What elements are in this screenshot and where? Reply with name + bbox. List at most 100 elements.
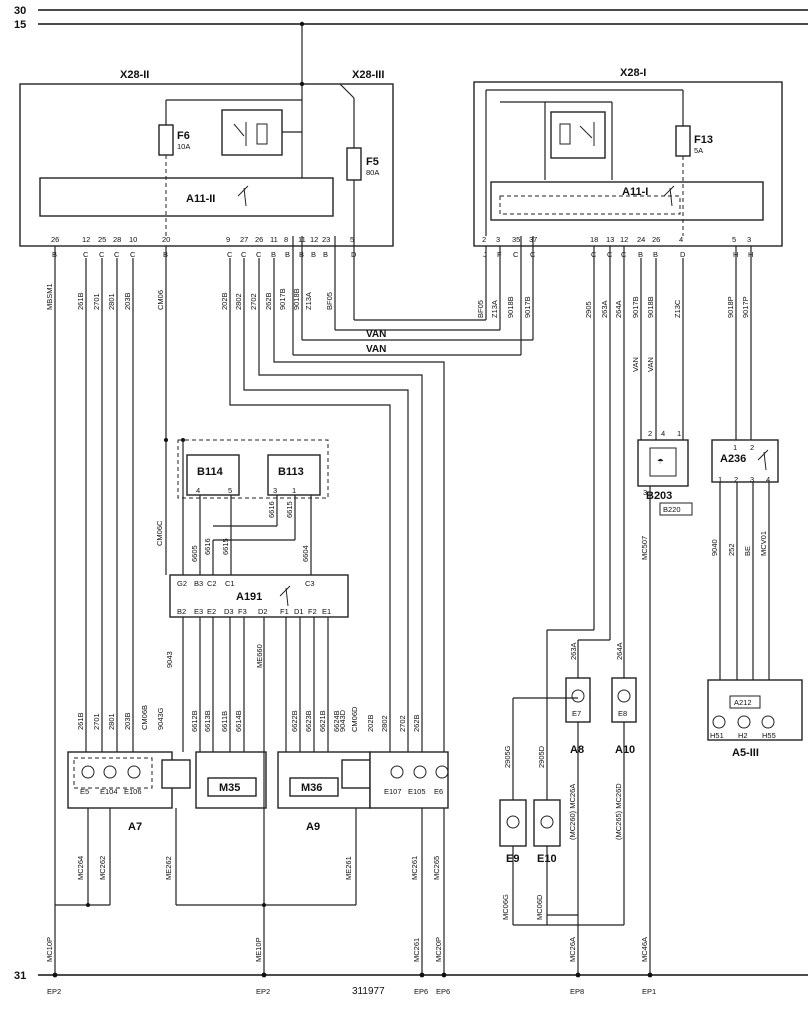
a191-down-1: ME660 (255, 644, 264, 668)
fuse-f13 (675, 125, 691, 157)
a11-2-pin-5: 20 (162, 235, 170, 244)
x28-1-frame (473, 81, 783, 247)
m36-label: M36 (301, 782, 322, 794)
a191-bot-pin-3: D3 (224, 607, 234, 616)
a11-2-pin-9: 11 (270, 235, 278, 244)
a8-a10-wire-3: 2905D (537, 745, 546, 768)
a11-1-pin-2: 35 (512, 235, 520, 244)
bottom-wire-6: MC06G (501, 894, 510, 920)
top-right-wire-1: Z13A (490, 300, 499, 318)
ground-5: EP1 (642, 987, 656, 996)
bottom-wire-7: MC06D (535, 894, 544, 920)
top-right-wire-3: 9017B (523, 296, 532, 318)
a11-2-label: A11-II (186, 193, 215, 205)
a11-1-pin-9: 4 (679, 235, 683, 244)
svg-text:2: 2 (734, 475, 738, 484)
cm06c-label: CM06C (155, 520, 164, 546)
a191-top-pin-1: B3 (194, 579, 203, 588)
x28-2-label: X28-II (120, 69, 149, 81)
e107-label: E107 (384, 787, 402, 796)
top-right-wire-9: Z13C (673, 299, 682, 318)
a8-a10-wire-4: (MC260) MC26A (568, 784, 577, 840)
svg-text:4: 4 (196, 486, 200, 495)
a11-2-conn-13: B (323, 250, 328, 259)
a11-2-conn-1: C (83, 250, 89, 259)
top-right-wire-10: 9018P (726, 296, 735, 318)
a7-top-5: 9043G (156, 707, 165, 730)
van-vertical-1: VAN (631, 357, 640, 372)
a11-1-pin-7: 24 (637, 235, 645, 244)
svg-text:3: 3 (750, 475, 754, 484)
mid-top-8: 9043D (338, 709, 347, 732)
ground-wire-2: MC261 (412, 938, 421, 962)
a11-2-conn-7: C (241, 250, 247, 259)
b-wire-4: 6615 (285, 501, 294, 518)
x28-1-label: X28-I (620, 67, 646, 79)
f6-rating: 10A (177, 142, 190, 151)
a7-top-0: 261B (76, 712, 85, 730)
mid-top-5: 6623B (304, 710, 313, 732)
a11-2-conn-6: C (227, 250, 233, 259)
mc507-label: MC507 (640, 536, 649, 560)
a191-top-pin-0: G2 (177, 579, 187, 588)
top-left-wire-9: 262B (264, 292, 273, 310)
top-left-wire-10: 9017B (278, 288, 287, 310)
a11-2-pin-2: 25 (98, 235, 106, 244)
a8-a10-wire-1: 264A (615, 642, 624, 660)
e10-box (533, 799, 561, 847)
van-vertical-2: VAN (646, 357, 655, 372)
a11-2-conn-10: B (285, 250, 290, 259)
a11-2-pin-10: 8 (284, 235, 288, 244)
ground-wire-4: MC26A (568, 937, 577, 962)
a11-2-pin-8: 26 (255, 235, 263, 244)
b-wire-3: 6616 (267, 501, 276, 518)
svg-text:2: 2 (648, 429, 652, 438)
a191-bot-pin-8: F2 (308, 607, 317, 616)
top-left-wire-11: 9018B (292, 288, 301, 310)
ground-0: EP2 (47, 987, 61, 996)
top-left-wire-2: 2701 (92, 293, 101, 310)
a11-2-conn-12: B (311, 250, 316, 259)
a11-1-box (490, 181, 764, 221)
mid-top-10: 202B (366, 714, 375, 732)
svg-text:4: 4 (661, 429, 665, 438)
a236-label: A236 (720, 453, 746, 465)
top-left-wire-5: CM06 (156, 290, 165, 310)
svg-text:2: 2 (750, 443, 754, 452)
a191-down-0: 9043 (165, 651, 174, 668)
svg-text:4: 4 (766, 475, 770, 484)
a11-2-pin-7: 27 (240, 235, 248, 244)
e106-label: E106 (124, 787, 142, 796)
top-right-wire-4: 2905 (584, 301, 593, 318)
e7-box (565, 677, 591, 723)
top-right-wire-5: 263A (600, 300, 609, 318)
a7-top-2: 2801 (107, 713, 116, 730)
reference-number: 311977 (352, 986, 385, 997)
a191-label: A191 (236, 591, 262, 603)
a11-2-conn-3: C (114, 250, 120, 259)
mid-top-7: 6624B (332, 710, 341, 732)
b113-box (267, 454, 321, 496)
a7-top-4: CM06B (140, 705, 149, 730)
e104-label: E104 (100, 787, 118, 796)
a191-box (169, 574, 349, 618)
b113-label: B113 (278, 466, 304, 478)
bottom-wire-2: ME262 (164, 856, 173, 880)
h51-label: H51 (710, 731, 724, 740)
a11-1-pin-8: 26 (652, 235, 660, 244)
mid-top-9: CM06D (350, 706, 359, 732)
mid-top-0: 6612B (190, 710, 199, 732)
top-left-wire-4: 203B (123, 292, 132, 310)
b-wire-5: 6604 (301, 545, 310, 562)
svg-text:1: 1 (677, 429, 681, 438)
e5-label: E5 (80, 787, 89, 796)
a236-down-2: BE (743, 546, 752, 556)
a9-lamps (369, 751, 449, 809)
a11-2-conn-2: C (99, 250, 105, 259)
top-left-wire-12: Z13A (304, 292, 313, 310)
